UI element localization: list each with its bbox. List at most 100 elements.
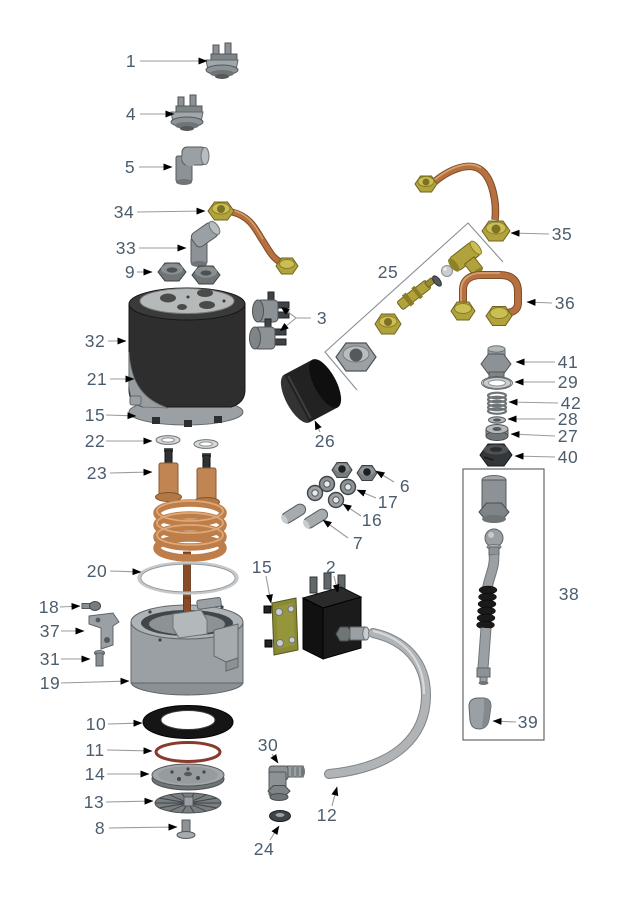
- part-label-16: 16: [362, 510, 382, 530]
- part-26-cap: [280, 359, 342, 423]
- leader-line-6: [375, 470, 395, 483]
- part-25-valve-assembly: [335, 240, 484, 372]
- leader-line-35: [510, 229, 550, 237]
- part-label-12: 12: [317, 805, 337, 825]
- part-32-boiler: [128, 287, 246, 427]
- part-33-elbow-fitting: [190, 220, 221, 267]
- part-label-24: 24: [254, 839, 274, 859]
- part-label-8: 8: [95, 818, 105, 838]
- part-8-screw: [176, 819, 196, 839]
- part-1-thermostat: [205, 42, 239, 79]
- leader-line-12: [331, 786, 339, 807]
- part-12-tube: [324, 628, 432, 779]
- part-label-19: 19: [40, 673, 60, 693]
- part-42-spring: [486, 391, 508, 415]
- part-label-33: 33: [116, 238, 136, 258]
- leader-line-7: [322, 519, 349, 539]
- part-label-1: 1: [126, 51, 136, 71]
- part-3-connectors: [249, 291, 290, 350]
- part-label-23: 23: [87, 463, 107, 483]
- leader-line-18: [59, 602, 81, 610]
- part-39-tip: [468, 697, 492, 730]
- part-label-7: 7: [353, 533, 363, 553]
- part-label-11: 11: [85, 740, 104, 760]
- part-label-37: 37: [40, 621, 60, 641]
- leader-line-15: [265, 575, 273, 604]
- leader-line-10: [107, 719, 143, 727]
- part-10-gasket-ring: [142, 705, 234, 739]
- part-label-3: 3: [317, 308, 327, 328]
- part-27-valve-disc: [485, 424, 509, 441]
- leader-line-13: [105, 797, 154, 805]
- part-19-group-head: [130, 596, 244, 696]
- leader-line-16: [342, 503, 362, 517]
- leader-line-26: [314, 420, 322, 433]
- leader-line-23: [109, 468, 153, 476]
- part-4-thermostat: [170, 94, 204, 131]
- leader-line-39: [492, 717, 517, 725]
- leader-line-34: [136, 207, 206, 215]
- part-35-pipe-assembly: [414, 162, 511, 242]
- part-label-10: 10: [86, 714, 106, 734]
- leader-line-8: [108, 823, 178, 831]
- part-34-pipe-assembly: [207, 201, 299, 275]
- part-label-28: 28: [558, 409, 578, 429]
- bracket-group-25: [324, 222, 504, 391]
- part-label-35: 35: [552, 224, 572, 244]
- leader-line-2: [332, 575, 340, 594]
- part-label-36: 36: [555, 293, 575, 313]
- leader-line-30: [270, 753, 279, 764]
- part-40-nut: [479, 443, 513, 467]
- part-16-washers: [306, 484, 345, 509]
- part-14-shower-plate: [151, 763, 225, 791]
- part-28-washer: [488, 416, 506, 424]
- part-label-15: 15: [85, 405, 105, 425]
- part-17-washers: [318, 475, 357, 496]
- part-label-29: 29: [558, 372, 578, 392]
- part-label-31: 31: [40, 649, 60, 669]
- leader-line-24: [269, 825, 280, 841]
- part-label-38: 38: [559, 584, 579, 604]
- part-label-41: 41: [558, 352, 578, 372]
- part-label-13: 13: [84, 792, 104, 812]
- leader-line-36: [526, 298, 553, 306]
- part-18-screw: [81, 601, 101, 611]
- leader-line-20: [109, 568, 142, 576]
- part-5-elbow-fitting: [175, 146, 210, 185]
- part-label-27: 27: [558, 426, 578, 446]
- part-label-32: 32: [85, 331, 105, 351]
- part-38-wand-group: [476, 475, 510, 685]
- part-label-26: 26: [315, 431, 335, 451]
- part-label-20: 20: [87, 561, 107, 581]
- part-6-nuts: [331, 462, 378, 481]
- part-11-o-ring: [154, 741, 222, 763]
- callout-layer: 1453433932211522232018373119101114138326…: [39, 51, 581, 859]
- part-7-spacers: [281, 503, 329, 529]
- part-label-14: 14: [85, 764, 105, 784]
- part-36-pipe-assembly: [450, 271, 522, 326]
- part-30-elbow-barb: [267, 765, 305, 801]
- part-label-30: 30: [258, 735, 278, 755]
- part-label-15: 15: [252, 557, 272, 577]
- part-23-heating-element: [153, 448, 227, 629]
- part-label-6: 6: [400, 476, 410, 496]
- part-29-washer: [481, 376, 513, 390]
- leader-line-15: [105, 412, 137, 420]
- leader-line-3: [279, 317, 311, 332]
- part-label-17: 17: [378, 492, 398, 512]
- leader-line-27: [510, 430, 556, 438]
- part-label-2: 2: [326, 557, 336, 577]
- part-label-18: 18: [39, 597, 59, 617]
- leader-line-19: [60, 677, 130, 685]
- leader-line-40: [514, 452, 556, 460]
- part-24-gasket: [269, 810, 291, 822]
- part-20-ring-gasket: [137, 561, 239, 595]
- part-label-42: 42: [561, 393, 581, 413]
- part-15-mounting-plate: [263, 597, 299, 656]
- part-2-solenoid-valve: [301, 572, 370, 660]
- part-9-nuts: [157, 262, 221, 285]
- part-31-screw: [94, 650, 105, 667]
- part-37-bracket: [88, 612, 120, 650]
